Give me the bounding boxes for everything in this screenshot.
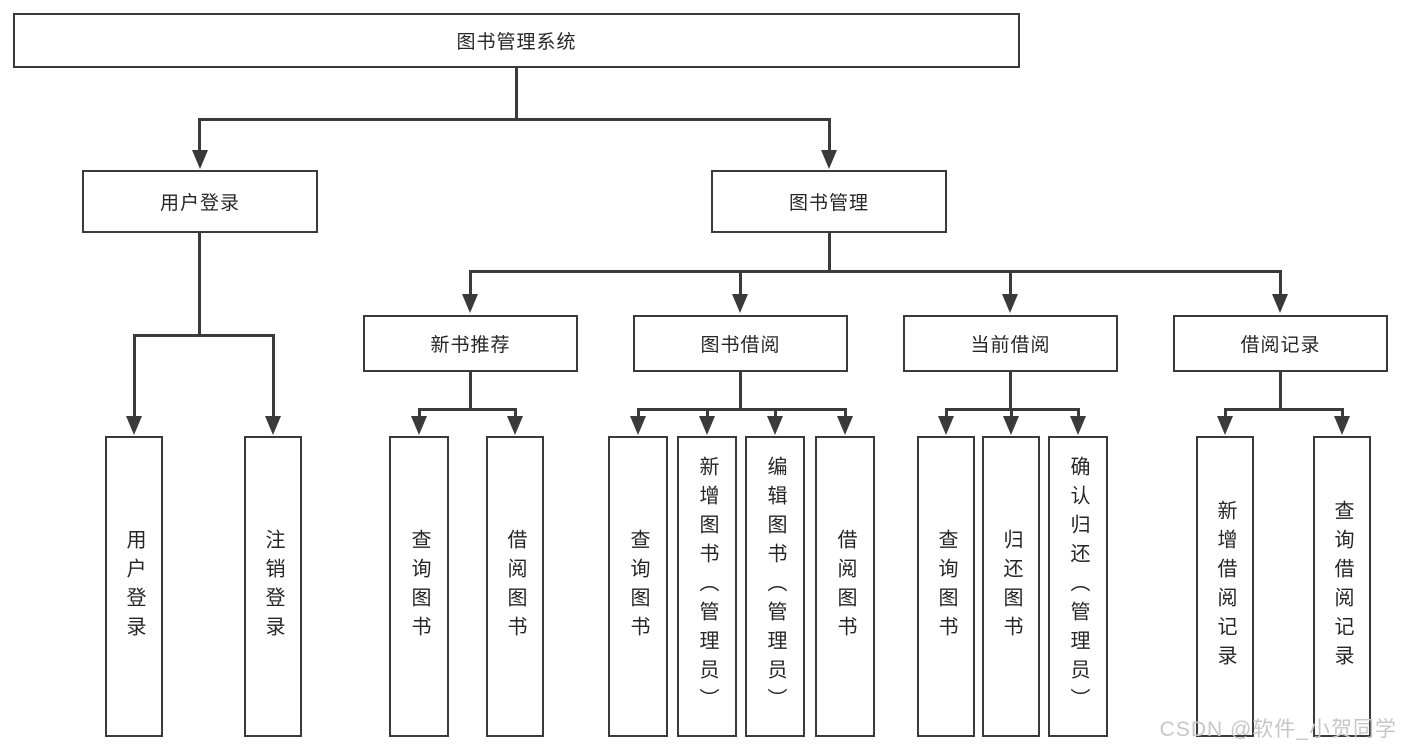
leaf-label: 用户登录 <box>123 528 145 645</box>
arrow-down-icon <box>938 416 954 435</box>
arrow-down-icon <box>630 416 646 435</box>
arrow-down-icon <box>732 294 748 313</box>
node-label: 借阅记录 <box>1240 335 1321 356</box>
arrow-down-icon <box>411 416 427 435</box>
arrow-down-icon <box>1003 416 1019 435</box>
node-book-management: 图书管理 <box>711 170 947 233</box>
arrow-down-icon <box>821 150 837 169</box>
arrow-down-icon <box>1070 416 1086 435</box>
connector-vline <box>637 408 640 418</box>
arrow-down-icon <box>462 294 478 313</box>
connector-vline <box>1010 408 1013 418</box>
arrow-down-icon <box>507 416 523 435</box>
connector-vline <box>945 408 948 418</box>
node-book-borrowing: 图书借阅 <box>633 315 848 372</box>
leaf-query-borrow-record: 查询借阅记录 <box>1313 436 1371 737</box>
connector-hline <box>198 118 831 121</box>
connector-vline <box>1009 270 1012 296</box>
node-label: 图书管理 <box>788 193 869 214</box>
connector-vline <box>828 118 831 152</box>
connector-hline <box>1224 408 1343 411</box>
node-user-login: 用户登录 <box>82 170 318 233</box>
connector-vline <box>706 408 709 418</box>
leaf-label: 编辑图书（管理员） <box>764 456 786 717</box>
connector-hline <box>133 334 275 337</box>
connector-vline <box>844 408 847 418</box>
node-label: 图书管理系统 <box>456 32 577 53</box>
leaf-label: 注销登录 <box>262 528 284 645</box>
connector-hline <box>418 408 516 411</box>
node-borrowing-records: 借阅记录 <box>1173 315 1388 372</box>
leaf-borrow-books: 借阅图书 <box>815 436 875 737</box>
connector-hline <box>637 408 846 411</box>
leaf-label: 归还图书 <box>1000 528 1022 645</box>
leaf-query-books: 查询图书 <box>608 436 668 737</box>
arrow-down-icon <box>699 416 715 435</box>
connector-vline <box>1341 408 1344 418</box>
connector-vline <box>1077 408 1080 418</box>
node-label: 用户登录 <box>159 193 240 214</box>
connector-vline <box>1009 372 1012 411</box>
leaf-label: 查询图书 <box>627 528 649 645</box>
leaf-borrow-books: 借阅图书 <box>486 436 544 737</box>
connector-vline <box>774 408 777 418</box>
csdn-watermark: CSDN @软件_小贺同学 <box>1159 718 1397 741</box>
arrow-down-icon <box>837 416 853 435</box>
connector-hline <box>469 270 1282 273</box>
leaf-edit-books-admin: 编辑图书（管理员） <box>745 436 805 737</box>
connector-vline <box>418 408 421 418</box>
connector-vline <box>198 118 201 152</box>
leaf-label: 查询借阅记录 <box>1331 499 1353 674</box>
connector-vline <box>514 408 517 418</box>
connector-vline <box>515 68 518 118</box>
connector-vline <box>1279 270 1282 296</box>
leaf-query-books: 查询图书 <box>389 436 449 737</box>
connector-vline <box>272 334 275 418</box>
arrow-down-icon <box>126 416 142 435</box>
leaf-label: 查询图书 <box>935 528 957 645</box>
connector-vline <box>739 270 742 296</box>
leaf-add-borrow-record: 新增借阅记录 <box>1196 436 1254 737</box>
arrow-down-icon <box>1272 294 1288 313</box>
arrow-down-icon <box>1217 416 1233 435</box>
leaf-label: 查询图书 <box>408 528 430 645</box>
leaf-label: 新增借阅记录 <box>1214 499 1236 674</box>
connector-vline <box>469 270 472 296</box>
node-label: 当前借阅 <box>970 335 1051 356</box>
connector-vline <box>198 233 201 337</box>
arrow-down-icon <box>1002 294 1018 313</box>
connector-vline <box>1224 408 1227 418</box>
leaf-label: 借阅图书 <box>834 528 856 645</box>
node-label: 图书借阅 <box>700 335 781 356</box>
connector-vline <box>1279 372 1282 411</box>
connector-vline <box>828 233 831 273</box>
node-current-borrowing: 当前借阅 <box>903 315 1118 372</box>
leaf-user-login: 用户登录 <box>105 436 163 737</box>
node-new-book-recommend: 新书推荐 <box>363 315 578 372</box>
leaf-query-books: 查询图书 <box>917 436 975 737</box>
connector-vline <box>469 372 472 411</box>
connector-vline <box>739 372 742 411</box>
arrow-down-icon <box>1334 416 1350 435</box>
arrow-down-icon <box>192 150 208 169</box>
node-library-management-system: 图书管理系统 <box>13 13 1020 68</box>
arrow-down-icon <box>265 416 281 435</box>
arrow-down-icon <box>767 416 783 435</box>
leaf-logout: 注销登录 <box>244 436 302 737</box>
node-label: 新书推荐 <box>430 335 511 356</box>
leaf-label: 借阅图书 <box>504 528 526 645</box>
leaf-return-books: 归还图书 <box>982 436 1040 737</box>
leaf-add-books-admin: 新增图书（管理员） <box>677 436 737 737</box>
leaf-label: 新增图书（管理员） <box>696 456 718 717</box>
leaf-confirm-return-admin: 确认归还（管理员） <box>1048 436 1108 737</box>
leaf-label: 确认归还（管理员） <box>1067 456 1089 717</box>
connector-vline <box>133 334 136 418</box>
